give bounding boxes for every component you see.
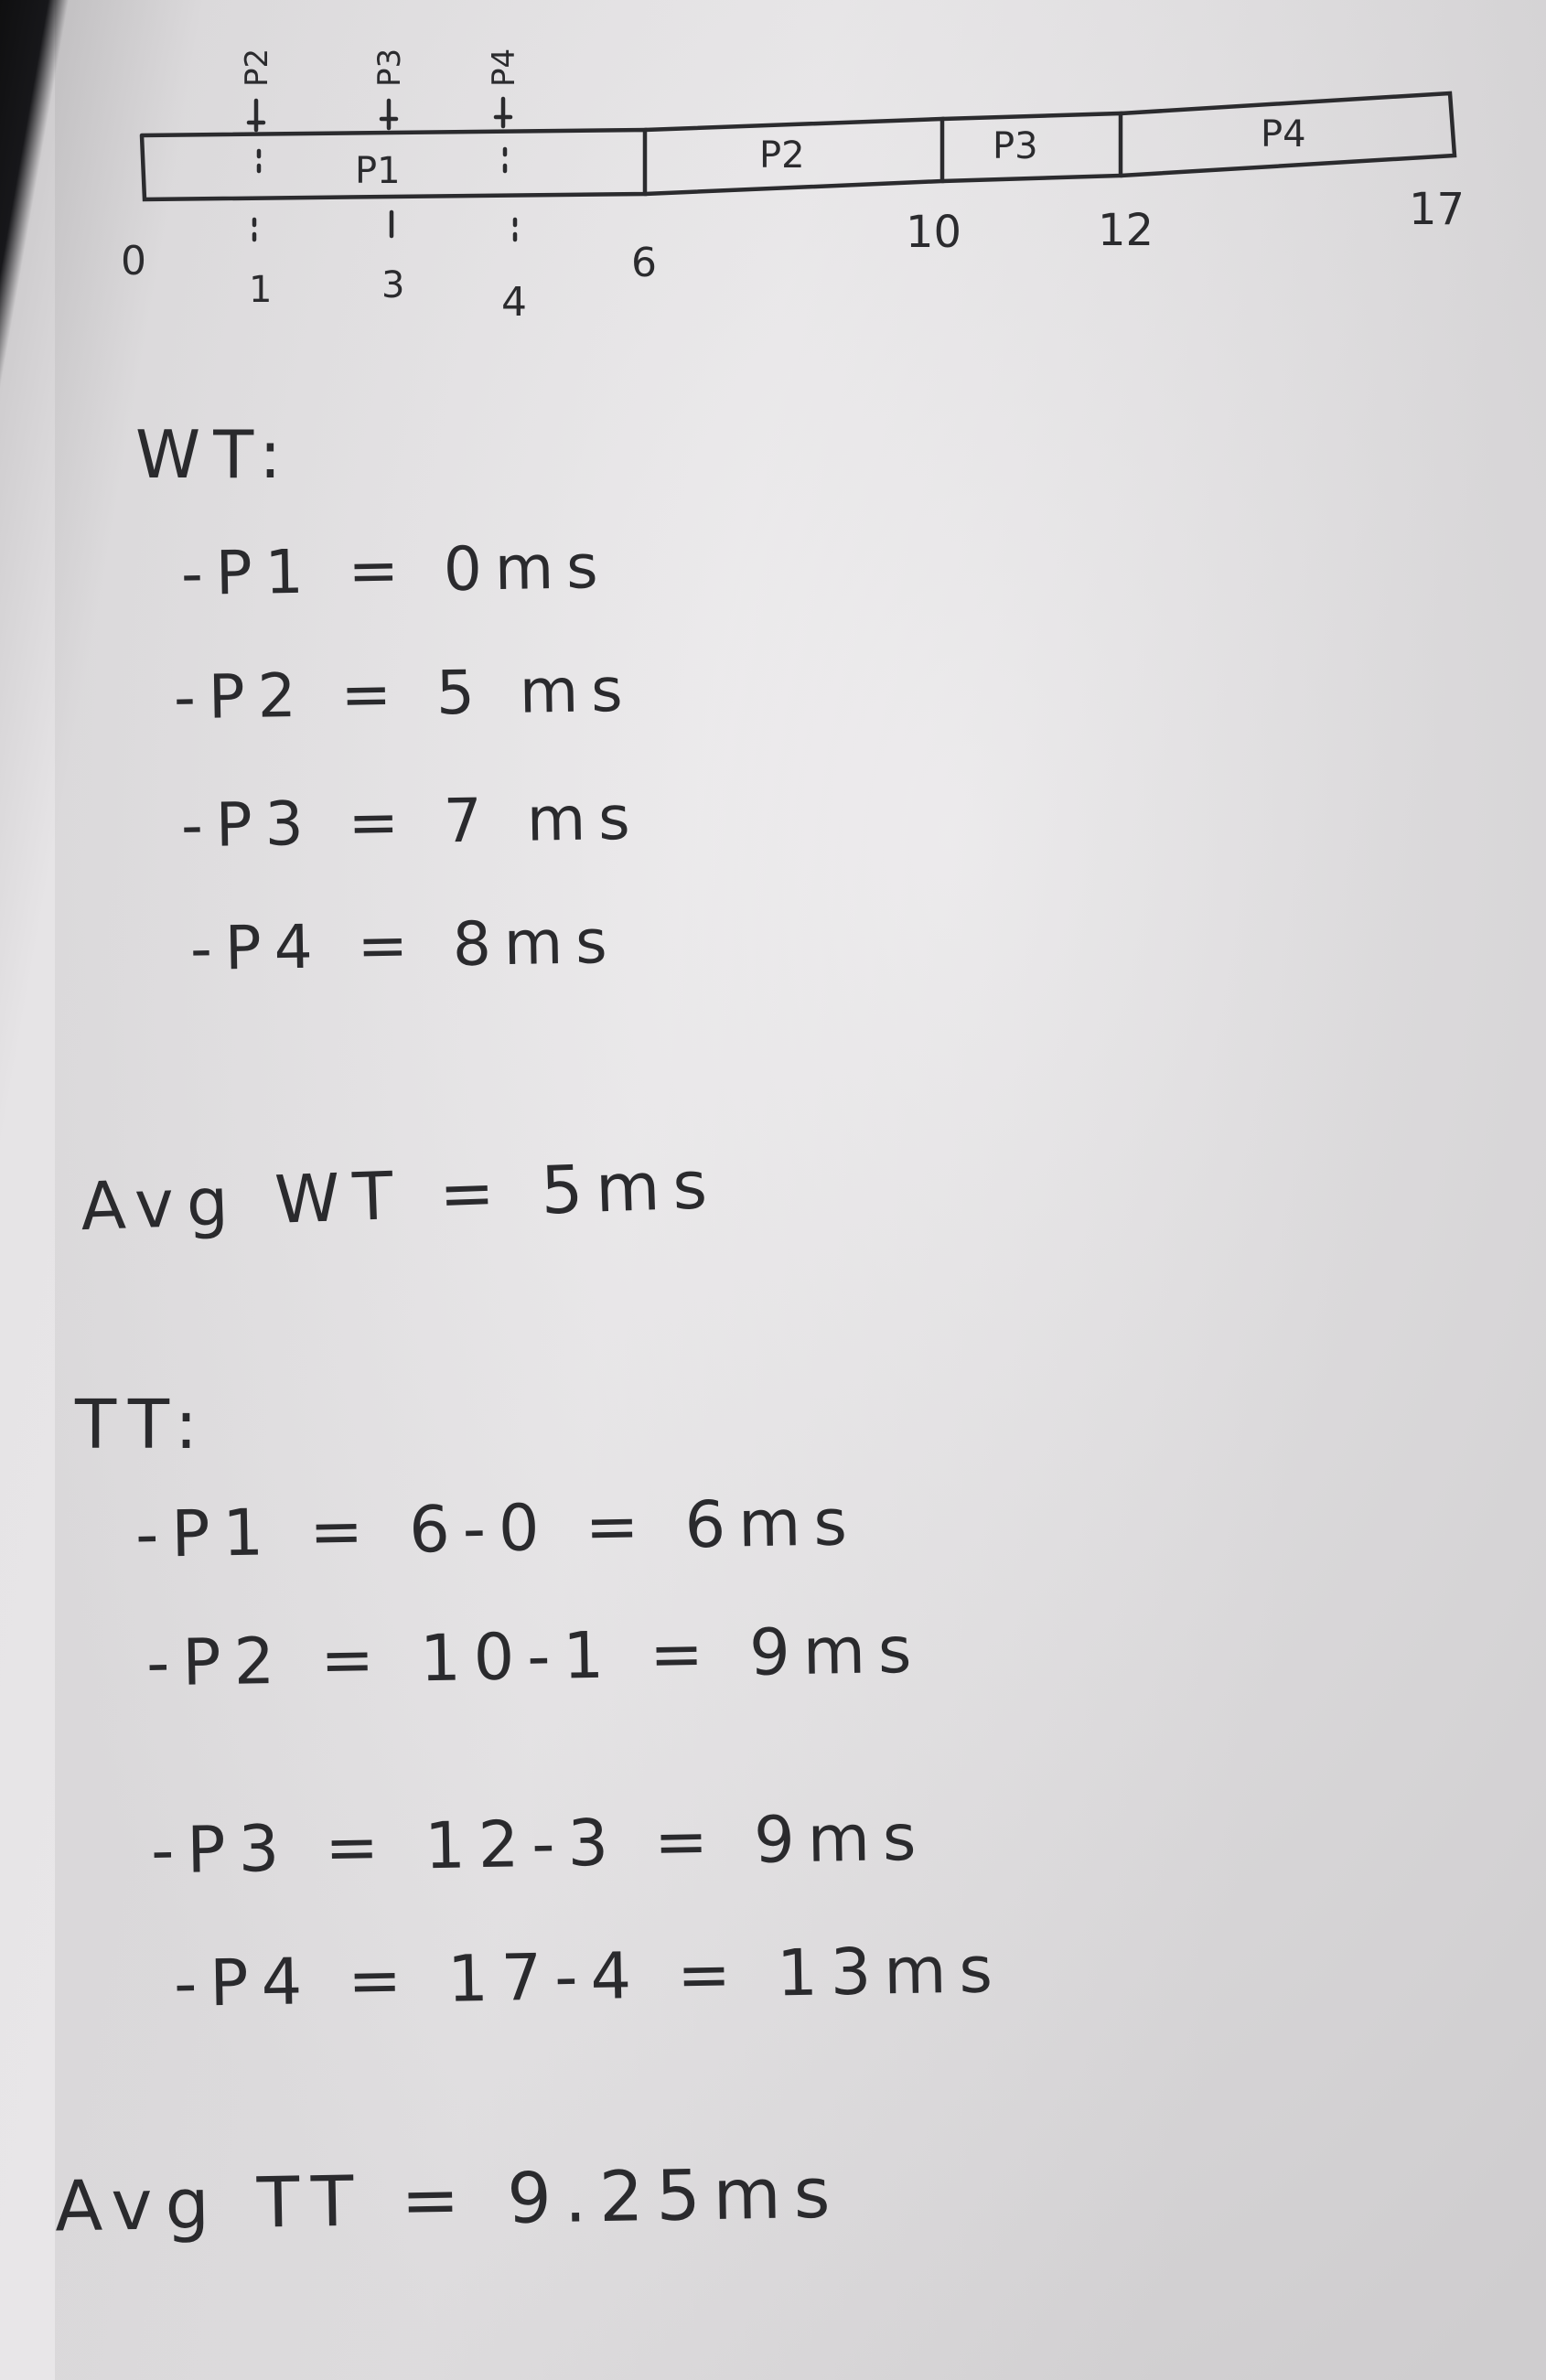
- gantt-chart: P2 P3 P4 P1 P2 P3 P4 0 1 3 4 6 10 12 17: [121, 48, 1465, 326]
- tick-12: 12: [1098, 205, 1154, 256]
- tick-0: 0: [121, 238, 146, 284]
- wt-line-p1: -P1 = 0ms: [180, 531, 612, 610]
- block-label-p3: P3: [993, 125, 1038, 167]
- block-label-p1: P1: [355, 150, 401, 192]
- arrival-label-p3: P3: [371, 48, 408, 87]
- tt-heading: TT:: [75, 1386, 210, 1464]
- wt-line-p3: -P3 = 7 ms: [180, 782, 644, 862]
- tick-10: 10: [906, 207, 961, 258]
- tt-line-p3: -P3 = 12-3 = 9ms: [150, 1799, 930, 1889]
- tt-average: Avg TT = 9.25ms: [54, 2151, 843, 2247]
- arrival-label-p4: P4: [486, 48, 522, 87]
- tick-17: 17: [1409, 184, 1465, 235]
- block-label-p2: P2: [759, 134, 805, 177]
- wt-line-p2: -P2 = 5 ms: [173, 654, 637, 734]
- tt-line-p4: -P4 = 17-4 = 13ms: [173, 1932, 1006, 2021]
- tick-4: 4: [501, 279, 527, 326]
- arrival-label-p2: P2: [239, 48, 275, 87]
- tick-3: 3: [381, 264, 404, 306]
- tt-line-p2: -P2 = 10-1 = 9ms: [145, 1612, 926, 1701]
- arrival-markers: [246, 96, 518, 245]
- gantt-boxes: [139, 91, 1457, 202]
- wt-average: Avg WT = 5ms: [79, 1145, 722, 1246]
- wt-line-p4: -P4 = 8ms: [189, 906, 621, 985]
- tick-6: 6: [631, 240, 657, 286]
- tt-line-p1: -P1 = 6-0 = 6ms: [134, 1485, 861, 1572]
- wt-heading: WT:: [135, 416, 295, 493]
- block-label-p4: P4: [1261, 113, 1306, 155]
- tick-1: 1: [249, 269, 272, 311]
